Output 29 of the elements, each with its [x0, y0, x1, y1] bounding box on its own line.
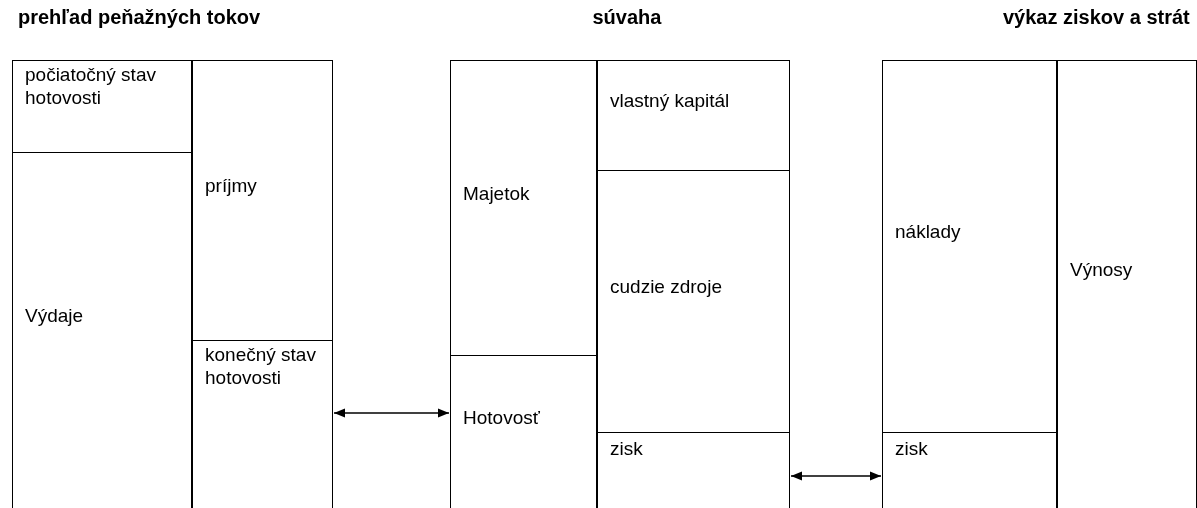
double-arrow — [333, 408, 450, 418]
cell-text: náklady — [895, 220, 961, 243]
column-heading: výkaz ziskov a strát — [1003, 6, 1190, 29]
account-cell — [12, 60, 192, 152]
account-cell — [882, 60, 1057, 432]
cell-text: počiatočný stav hotovosti — [25, 63, 157, 109]
cell-text: Hotovosť — [463, 405, 540, 429]
cell-text: zisk — [895, 437, 928, 460]
cell-text: cudzie zdroje — [610, 275, 722, 298]
cell-text: konečný stav hotovosti — [205, 343, 317, 389]
cell-text: zisk — [610, 437, 643, 460]
account-cell — [450, 355, 597, 508]
account-cell — [12, 152, 192, 508]
column-heading: súvaha — [592, 6, 662, 29]
account-cell — [1057, 60, 1197, 508]
cell-text: Výdaje — [25, 304, 84, 327]
cell-text: príjmy — [205, 174, 257, 197]
account-cell — [450, 60, 597, 355]
column-heading: prehľad peňažných tokov — [18, 6, 261, 29]
account-cell — [192, 340, 333, 508]
account-cell — [597, 432, 790, 508]
account-cell — [597, 60, 790, 170]
double-arrow — [790, 471, 882, 481]
cell-text: Výnosy — [1070, 258, 1133, 281]
account-cell — [597, 170, 790, 432]
account-cell — [192, 60, 333, 340]
cell-text: vlastný kapitál — [610, 89, 730, 112]
cell-text: Majetok — [463, 181, 530, 205]
account-cell — [882, 432, 1057, 508]
